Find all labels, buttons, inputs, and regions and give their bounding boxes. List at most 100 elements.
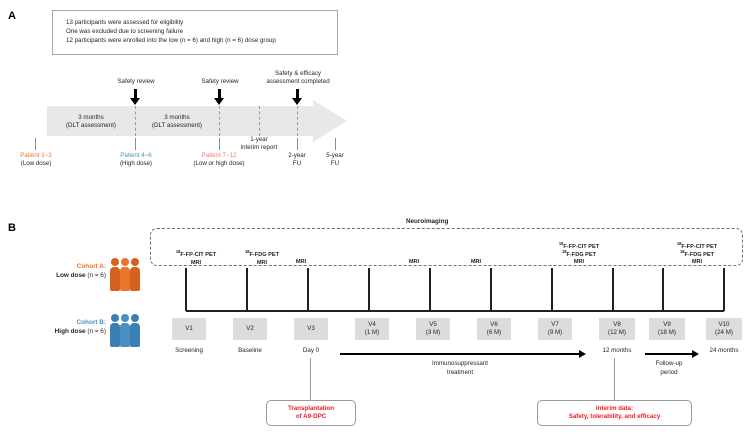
safety-efficacy-line-2: assessment completed (266, 78, 330, 85)
visit-box-v3[interactable]: V3 (294, 318, 328, 340)
panel-a-letter: A (8, 10, 16, 22)
interim-report-line-2: interim report (240, 144, 278, 152)
visit-box-v9-id: V9 (663, 320, 671, 328)
cohort-a-dose: Low dose (56, 272, 86, 280)
followup-period-label: Follow-up period (629, 360, 709, 377)
visit-box-v4-id: V4 (368, 320, 376, 328)
imaging-label-v8-line-2: 18F-FDG PET (561, 248, 597, 258)
imaging-label-v2-line-2: MRI (256, 259, 268, 266)
visit-box-v4-time: (1 M) (364, 329, 380, 336)
imaging-label-v5: MRI (378, 259, 450, 267)
cohort-b-title: Cohort B: (76, 319, 106, 326)
patient-group-1-dose: (Low dose) (20, 160, 52, 168)
safety-efficacy-line-1: Safety & efficacy (275, 70, 321, 77)
followup-5-year: 5-year FU (316, 152, 354, 169)
interim-report-note: 1-year interim report (219, 136, 299, 153)
patient-group-2-label: Patient 4~6 (120, 152, 152, 159)
imaging-label-v2-line-1: 18F-FDG PET (244, 249, 280, 258)
interim-connector (614, 358, 616, 400)
imaging-label-v8: 18F-FP-CIT PET 18F-FDG PET MRI (536, 241, 622, 267)
imaging-label-v2: 18F-FDG PET MRI (226, 249, 298, 267)
enrollment-line-2: One was excluded due to screening failur… (66, 28, 183, 36)
interim-callout-line-1: Interim data: (595, 404, 634, 412)
imaging-label-v10-text2: F-FDG PET (684, 251, 715, 258)
band-segment-2: 3 months (DLT assessment) (143, 114, 211, 131)
imaging-label-v2-text1: F-FDG PET (249, 252, 280, 258)
visit-box-v5-id: V5 (429, 320, 437, 328)
tick-patient-4-6 (135, 138, 136, 150)
band-segment-2-line-1: 3 months (164, 114, 190, 121)
band-divider-2 (219, 106, 220, 136)
cohort-a-dose-row: Low dose (n = 6) (18, 271, 106, 280)
followup-5-year-line-1: 5-year (326, 152, 344, 159)
visit-box-v7-id: V7 (551, 320, 559, 328)
imaging-label-v6-line-1: MRI (470, 259, 482, 265)
screening-label: Screening (175, 347, 203, 354)
immunosuppressant-label-line-1: Immunosuppressant (431, 360, 489, 367)
enrollment-box: 13 participants were assessed for eligib… (52, 10, 338, 55)
imaging-label-v1-line-2: MRI (190, 259, 202, 266)
band-segment-2-line-2: (DLT assessment) (152, 122, 202, 130)
imaging-label-v10: 18F-FP-CIT PET 18F-FDG PET MRI (654, 241, 740, 267)
cohort-a-title: Cohort A: (76, 263, 106, 270)
transplantation-callout-line-1: Transplantation (287, 404, 335, 412)
band-divider-4 (297, 106, 298, 136)
drop-line-v7 (551, 268, 554, 311)
visit-box-v7[interactable]: V7 (9 M) (538, 318, 572, 340)
visit-box-v8-id: V8 (613, 320, 621, 328)
visit-box-v7-time: (9 M) (547, 329, 563, 336)
cohort-a-label: Cohort A: Low dose (n = 6) (18, 262, 106, 281)
patient-group-2-dose: (High dose) (120, 160, 152, 168)
cohort-a-n: (n = 6) (87, 272, 106, 280)
cohort-b-label: Cohort B: High dose (n = 6) (18, 318, 106, 337)
tick-2-year-fu (297, 138, 298, 150)
visit-box-v10-id: V10 (718, 320, 730, 328)
interim-callout[interactable]: Interim data: Safety, tolerability, and … (537, 400, 692, 426)
visit-box-v9-time: (18 M) (658, 329, 676, 336)
transplantation-callout[interactable]: Transplantation of A9-DPC (266, 400, 356, 426)
panel-b-letter: B (8, 222, 16, 234)
patient-group-1: Patient 1~3 (Low dose) (2, 152, 70, 169)
band-segment-1-line-1: 3 months (78, 114, 104, 121)
drop-line-v9 (662, 268, 665, 311)
drop-line-v3 (307, 268, 310, 311)
immunosuppressant-label-line-2: treatment (446, 368, 474, 376)
visit-box-v10[interactable]: V10 (24 M) (706, 318, 742, 340)
imaging-label-v10-line-3: MRI (691, 259, 703, 266)
patient-group-3-dose: (Low or high dose) (193, 160, 245, 168)
down-arrow-safety-review-2 (214, 89, 225, 105)
followup-2-year: 2-year FU (278, 152, 316, 169)
visit-box-v4[interactable]: V4 (1 M) (355, 318, 389, 340)
tick-5-year-fu (335, 138, 336, 150)
visit-box-v3-id: V3 (307, 324, 315, 332)
tick-patient-1-3 (35, 138, 36, 150)
transplantation-callout-line-2: of A9-DPC (295, 413, 327, 420)
visit-box-v6[interactable]: V6 (6 M) (477, 318, 511, 340)
visit-box-v2[interactable]: V2 (233, 318, 267, 340)
imaging-label-v10-line-2: 18F-FDG PET (679, 248, 715, 258)
cohort-b-dose-row: High dose (n = 6) (18, 327, 106, 336)
safety-review-label-1: Safety review (117, 78, 155, 85)
immunosuppressant-arrow (340, 349, 586, 358)
imaging-label-v1: 18F-FP-CIT PET MRI (160, 249, 232, 267)
visit-box-v9[interactable]: V9 (18 M) (649, 318, 685, 340)
imaging-label-v8-line-1: 18F-FP-CIT PET (558, 241, 600, 250)
imaging-label-v3-line-1: MRI (295, 259, 307, 265)
followup-2-year-line-1: 2-year (288, 152, 306, 159)
visit-box-v5[interactable]: V5 (3 M) (416, 318, 450, 340)
imaging-label-v1-line-1: 18F-FP-CIT PET (175, 249, 217, 258)
visit-box-v8[interactable]: V8 (12 M) (599, 318, 635, 340)
visit-box-v1[interactable]: V1 (172, 318, 206, 340)
followup-5-year-line-2: FU (330, 160, 340, 168)
neuroimaging-dashed-box (150, 228, 743, 266)
visit-box-v6-id: V6 (490, 320, 498, 328)
imaging-label-v10-line-1: 18F-FP-CIT PET (676, 241, 718, 250)
drop-line-v1 (185, 268, 188, 311)
cohort-a-people-icon (110, 258, 148, 292)
down-arrow-safety-review-1 (130, 89, 141, 105)
enrollment-line-3: 12 participants were enrolled into the l… (66, 37, 276, 45)
visit-box-v1-id: V1 (185, 324, 193, 332)
imaging-label-v1-text1: F-FP-CIT PET (180, 252, 217, 258)
cohort-b-dose: High dose (54, 328, 86, 336)
imaging-label-v10-text1: F-FP-CIT PET (681, 244, 718, 250)
